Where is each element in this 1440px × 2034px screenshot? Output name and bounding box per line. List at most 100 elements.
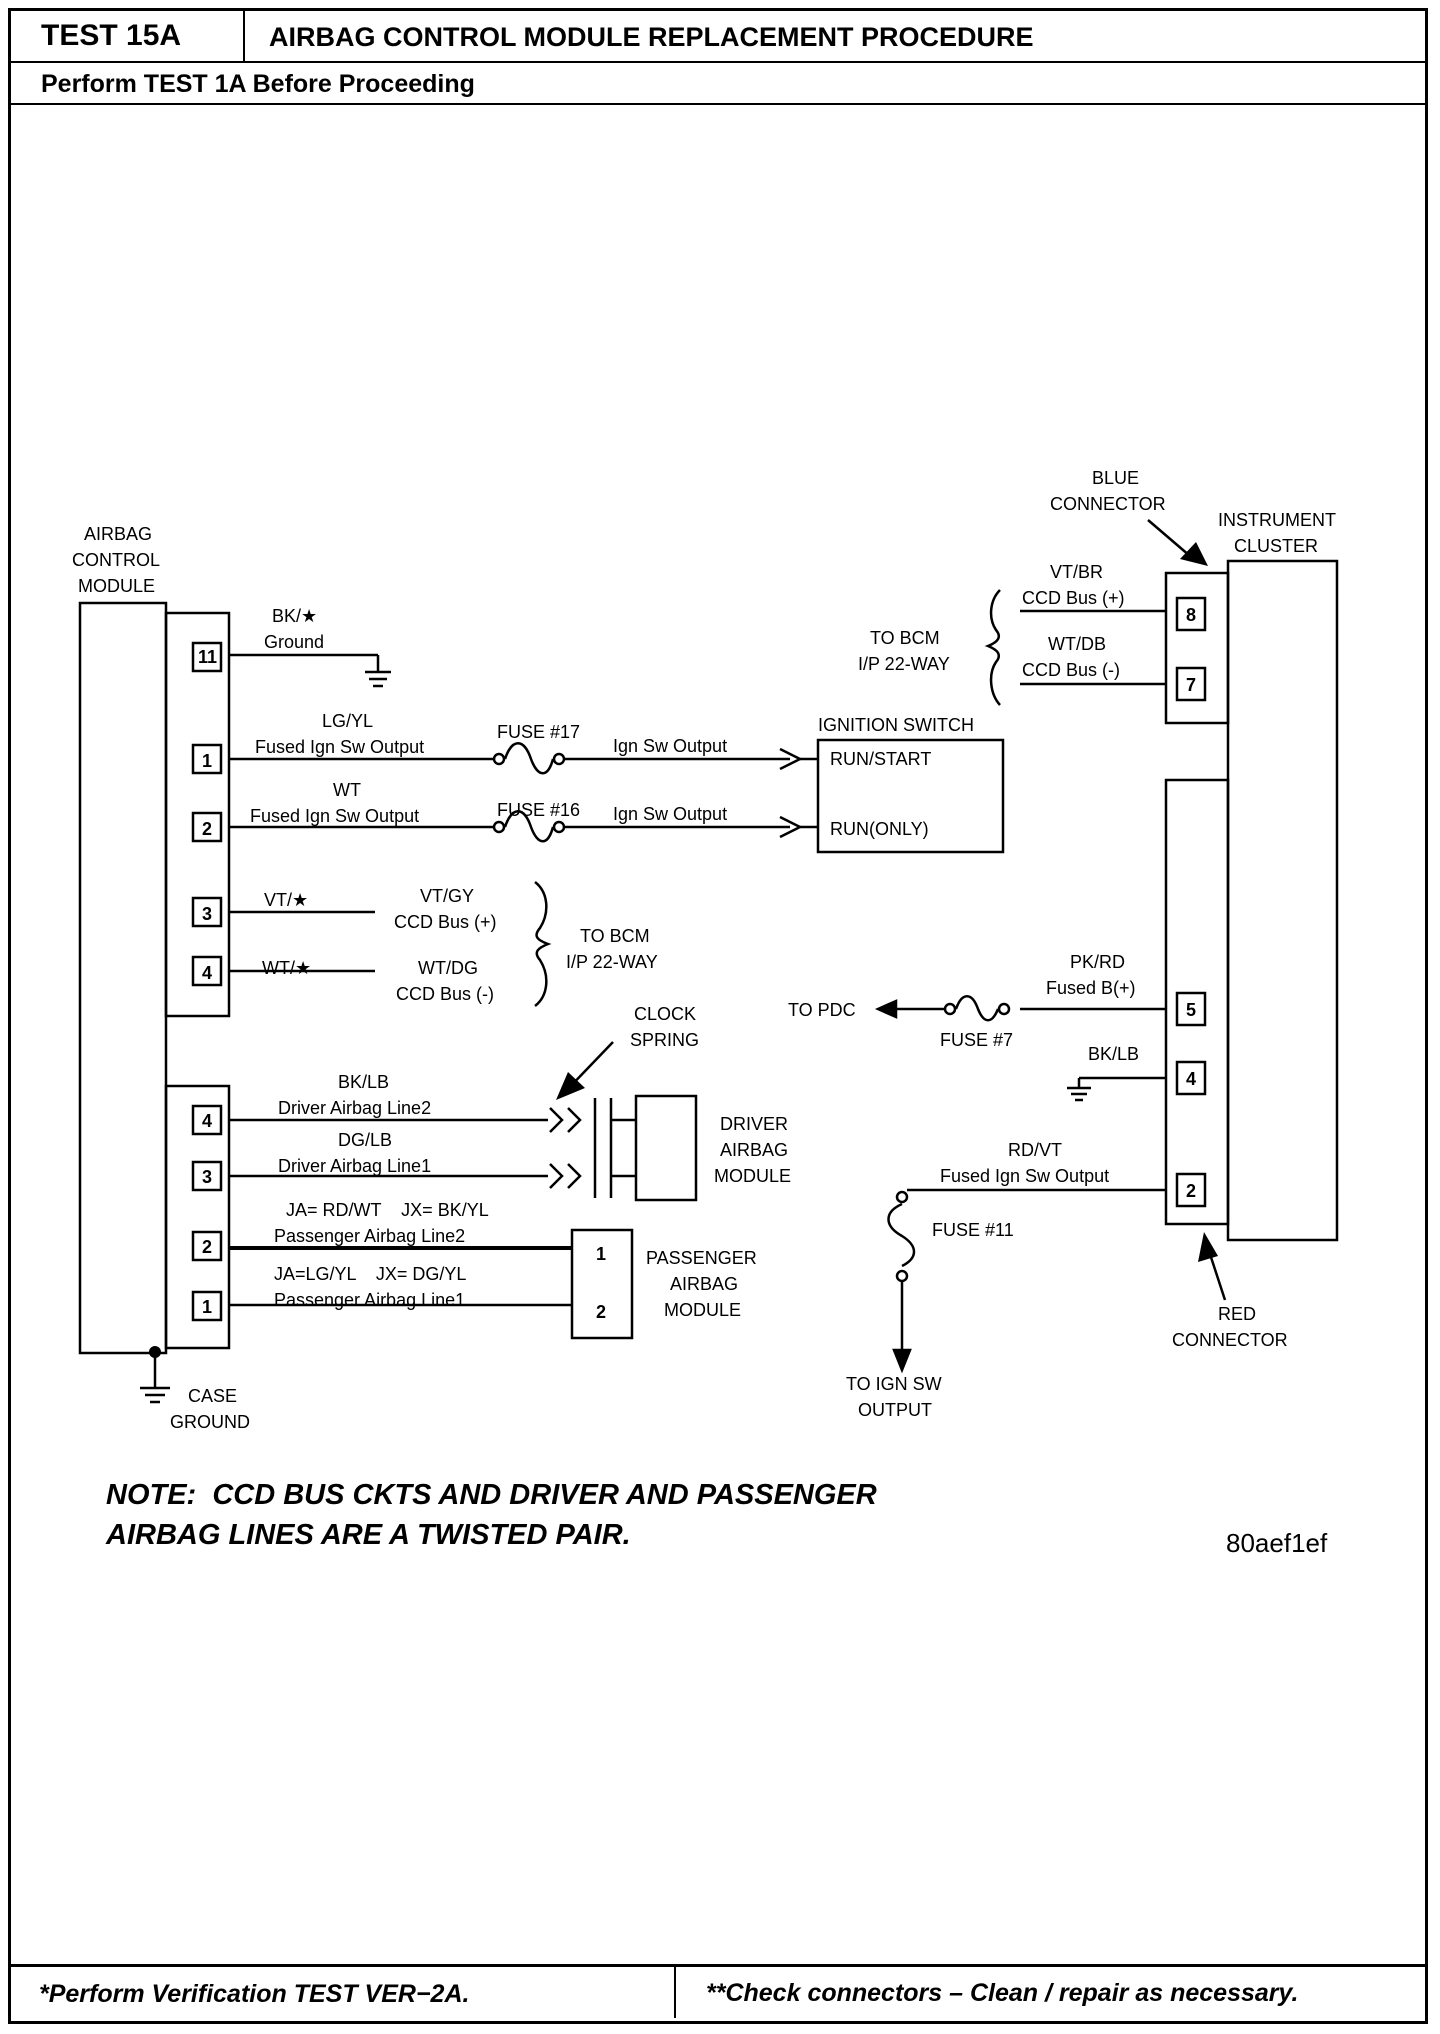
- fuse7-label: FUSE #7: [940, 1030, 1013, 1050]
- vt-br-color: VT/BR: [1050, 562, 1103, 582]
- acm-pin-3: 3: [202, 904, 212, 924]
- rd-vt-color: RD/VT: [1008, 1140, 1062, 1160]
- run-only-label: RUN(ONLY): [830, 819, 929, 839]
- acm-lower-pin-1: 1: [202, 1297, 212, 1317]
- acm-lower-pin-4: 4: [202, 1111, 212, 1131]
- header-row: TEST 15A AIRBAG CONTROL MODULE REPLACEME…: [11, 11, 1425, 63]
- acm-lower-pin-3: 3: [202, 1167, 212, 1187]
- fuse11-label: FUSE #11: [932, 1220, 1014, 1240]
- to-bcm-upper-line2: I/P 22-WAY: [858, 654, 950, 674]
- acm-lower-connector: [164, 1084, 231, 1350]
- page-frame: TEST 15A AIRBAG CONTROL MODULE REPLACEME…: [8, 8, 1428, 2024]
- case-ground-line2: GROUND: [170, 1412, 250, 1432]
- driver-line2-desc: Driver Airbag Line2: [278, 1098, 431, 1118]
- ignition-switch-box: [816, 738, 1005, 854]
- acm-pin-11: 11: [198, 647, 217, 667]
- subheader-row: Perform TEST 1A Before Proceeding: [11, 63, 1425, 105]
- driver-module-line3: MODULE: [714, 1166, 791, 1186]
- test-id: TEST 15A: [11, 11, 245, 61]
- cluster-pin-4: 4: [1186, 1069, 1196, 1089]
- acm-label-line2: CONTROL: [72, 550, 160, 570]
- pk-rd-desc: Fused B(+): [1046, 978, 1136, 998]
- footer-verification-note: *Perform Verification TEST VER−2A.: [11, 1967, 676, 2018]
- footer: *Perform Verification TEST VER−2A. **Che…: [11, 1964, 1425, 2021]
- driver-line2-color: BK/LB: [338, 1072, 389, 1092]
- acm-pin-1: 1: [202, 751, 212, 771]
- driver-airbag-module-box: [634, 1094, 698, 1202]
- ignition-switch-label: IGNITION SWITCH: [818, 715, 974, 735]
- acm-upper-connector: [164, 611, 231, 1018]
- page-subtitle: Perform TEST 1A Before Proceeding: [41, 70, 475, 98]
- acm-label-line1: AIRBAG: [84, 524, 152, 544]
- instrument-cluster-line1: INSTRUMENT: [1218, 510, 1336, 530]
- wt-dg-desc: CCD Bus (-): [396, 984, 494, 1004]
- bk-lb-ground-label: BK/LB: [1088, 1044, 1139, 1064]
- run-start-label: RUN/START: [830, 749, 931, 769]
- pass-module-pin-2: 2: [596, 1302, 606, 1322]
- fuse16-label: FUSE #16: [497, 800, 580, 820]
- driver-line1-desc: Driver Airbag Line1: [278, 1156, 431, 1176]
- clock-spring-line1: CLOCK: [634, 1004, 696, 1024]
- wt-dg-color: WT/DG: [418, 958, 478, 978]
- vt-gy-color: VT/GY: [420, 886, 474, 906]
- wt-wire-desc: Fused Ign Sw Output: [250, 806, 419, 826]
- acm-lower-pin-2: 2: [202, 1237, 212, 1257]
- clock-spring-line2: SPRING: [630, 1030, 699, 1050]
- ign-sw-output-2: Ign Sw Output: [613, 804, 727, 824]
- driver-module-line2: AIRBAG: [720, 1140, 788, 1160]
- pk-rd-color: PK/RD: [1070, 952, 1125, 972]
- red-connector: [1164, 778, 1230, 1226]
- cluster-pin-2: 2: [1186, 1181, 1196, 1201]
- pass-module-line1: PASSENGER: [646, 1248, 757, 1268]
- blue-connector-line1: BLUE: [1092, 468, 1139, 488]
- pass-line1-color: JA=LG/YL JX= DG/YL: [274, 1264, 466, 1284]
- red-connector-line2: CONNECTOR: [1172, 1330, 1288, 1350]
- cluster-pin-5: 5: [1186, 1000, 1196, 1020]
- red-connector-line1: RED: [1218, 1304, 1256, 1324]
- cluster-pin-8: 8: [1186, 605, 1196, 625]
- passenger-airbag-module-box: [570, 1228, 634, 1340]
- to-ign-sw-line2: OUTPUT: [858, 1400, 932, 1420]
- fuse17-label: FUSE #17: [497, 722, 580, 742]
- to-bcm-upper-line1: TO BCM: [870, 628, 940, 648]
- ground-wire-desc: Ground: [264, 632, 324, 652]
- acm-body: [78, 601, 168, 1355]
- vt-br-desc: CCD Bus (+): [1022, 588, 1125, 608]
- instrument-cluster-line2: CLUSTER: [1234, 536, 1318, 556]
- pass-module-pin-1: 1: [596, 1244, 606, 1264]
- to-ign-sw-line1: TO IGN SW: [846, 1374, 942, 1394]
- pass-line2-desc: Passenger Airbag Line2: [274, 1226, 465, 1246]
- pass-line1-desc: Passenger Airbag Line1: [274, 1290, 465, 1310]
- acm-pin-4: 4: [202, 963, 212, 983]
- to-bcm-lower-line2: I/P 22-WAY: [566, 952, 658, 972]
- blue-connector: [1164, 571, 1230, 725]
- case-ground-line1: CASE: [188, 1386, 237, 1406]
- footer-connector-note: **Check connectors – Clean / repair as n…: [706, 1979, 1299, 2007]
- vt-gy-desc: CCD Bus (+): [394, 912, 497, 932]
- wt-wire-color: WT: [333, 780, 361, 800]
- page-title: AIRBAG CONTROL MODULE REPLACEMENT PROCED…: [269, 22, 1034, 52]
- vt-star-label: VT/★: [264, 890, 308, 910]
- wt-db-desc: CCD Bus (-): [1022, 660, 1120, 680]
- rd-vt-desc: Fused Ign Sw Output: [940, 1166, 1109, 1186]
- acm-label-line3: MODULE: [78, 576, 155, 596]
- pass-line2-color: JA= RD/WT JX= BK/YL: [286, 1200, 489, 1220]
- wt-db-color: WT/DB: [1048, 634, 1106, 654]
- cluster-pin-7: 7: [1186, 675, 1196, 695]
- wt-star-label: WT/★: [262, 958, 311, 978]
- blue-connector-line2: CONNECTOR: [1050, 494, 1166, 514]
- pass-module-line3: MODULE: [664, 1300, 741, 1320]
- driver-module-line1: DRIVER: [720, 1114, 788, 1134]
- lgyl-wire-color: LG/YL: [322, 711, 373, 731]
- twisted-pair-note-line1: NOTE: CCD BUS CKTS AND DRIVER AND PASSEN…: [106, 1479, 877, 1511]
- acm-pin-2: 2: [202, 819, 212, 839]
- figure-code: 80aef1ef: [1226, 1528, 1328, 1558]
- to-bcm-lower-line1: TO BCM: [580, 926, 650, 946]
- ign-sw-output-1: Ign Sw Output: [613, 736, 727, 756]
- driver-line1-color: DG/LB: [338, 1130, 392, 1150]
- lgyl-wire-desc: Fused Ign Sw Output: [255, 737, 424, 757]
- twisted-pair-note-line2: AIRBAG LINES ARE A TWISTED PAIR.: [105, 1519, 631, 1551]
- pass-module-line2: AIRBAG: [670, 1274, 738, 1294]
- instrument-cluster-body: [1226, 559, 1339, 1242]
